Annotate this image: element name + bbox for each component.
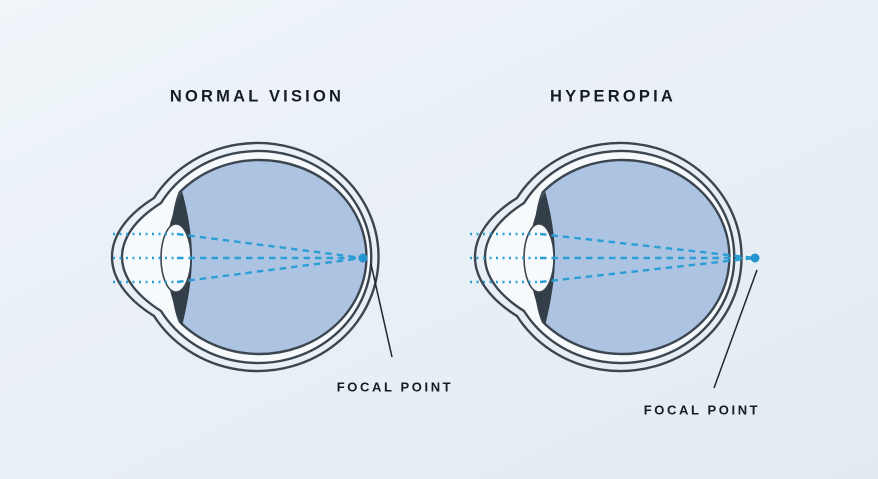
light-ray-bottom-refracted (539, 256, 756, 284)
vitreous-body (532, 158, 731, 356)
focal-point-pointer-line (713, 269, 758, 389)
normal-vision-focal-point-label: FOCAL POINT (336, 379, 454, 395)
light-ray-top-refracted (539, 232, 756, 260)
light-ray-bottom-refracted (176, 256, 364, 284)
sclera-outer-outline (110, 141, 380, 373)
hyperopia-light-rays (470, 232, 760, 389)
normal-vision-title: NORMAL VISION (169, 87, 345, 106)
hyperopia-eye (473, 141, 743, 373)
light-ray-top-refracted (176, 232, 364, 260)
normal-vision-light-rays (113, 232, 393, 358)
vitreous-body (169, 158, 368, 356)
focal-point-pointer-line (370, 263, 393, 358)
hyperopia-focal-point-label: FOCAL POINT (643, 402, 761, 418)
focal-point-dot (358, 253, 368, 263)
sclera-outer-outline (473, 141, 743, 373)
hyperopia-title: HYPEROPIA (550, 87, 676, 106)
focal-point-dot (750, 253, 760, 263)
